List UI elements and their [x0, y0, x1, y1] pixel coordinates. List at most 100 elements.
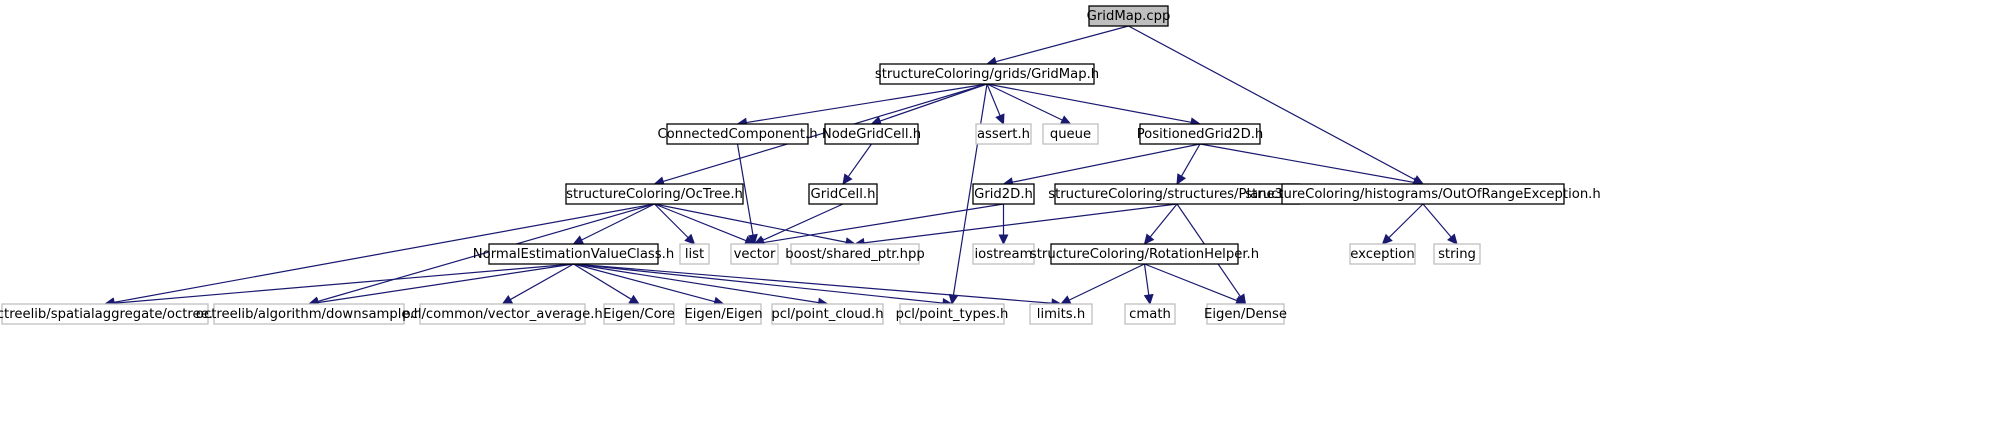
edge-plane3d-to-shared-ptr [853, 203, 1178, 248]
node-positioned[interactable]: PositionedGrid2D.h [1137, 123, 1264, 145]
node-connected[interactable]: ConnectedComponent.h [657, 123, 818, 145]
edge-gridcell-to-vector [753, 203, 844, 245]
node-label: boost/shared_ptr.hpp [785, 247, 925, 262]
edge-positioned-to-grid2d [1002, 143, 1201, 187]
node-box [899, 303, 1005, 325]
node-eigen-dense: Eigen/Dense [1204, 303, 1287, 325]
edge-normalest-to-limits [573, 263, 1063, 309]
node-label: Eigen/Core [603, 307, 675, 322]
node-box [975, 123, 1032, 145]
node-label: GridCell.h [811, 187, 876, 202]
node-gridmap-h[interactable]: structureColoring/grids/GridMap.h [875, 63, 1099, 85]
node-label: assert.h [977, 127, 1030, 142]
node-label: ConnectedComponent.h [657, 127, 817, 142]
node-queue: queue [1042, 123, 1099, 145]
node-label: NormalEstimationValueClass.h [473, 247, 674, 262]
node-oct-spatial: octreelib/spatialaggregate/octree.h [0, 303, 221, 325]
node-assert: assert.h [975, 123, 1032, 145]
node-box [685, 303, 762, 325]
node-box [1042, 123, 1099, 145]
node-exception: exception [1349, 243, 1416, 265]
node-label: PositionedGrid2D.h [1137, 127, 1264, 142]
node-label: NodeGridCell.h [822, 127, 921, 142]
node-label: exception [1350, 247, 1414, 262]
node-box [1029, 303, 1093, 325]
edge-octree-to-list [654, 203, 696, 245]
node-box [879, 63, 1095, 85]
node-octree[interactable]: structureColoring/OcTree.h [565, 183, 744, 205]
node-point-types: pcl/point_types.h [896, 303, 1008, 325]
node-rotation[interactable]: structureColoring/RotationHelper.h [1030, 243, 1259, 265]
node-nodegridcell[interactable]: NodeGridCell.h [822, 123, 921, 145]
edge-grid2d-to-iostream [998, 204, 1009, 246]
node-vector: vector [730, 243, 779, 265]
edge-positioned-to-plane3d [1176, 143, 1201, 186]
node-box [1206, 303, 1285, 325]
edge-octree-to-vector [654, 203, 756, 246]
nodes-layer: GridMap.cpp structureColoring/grids/GridM… [0, 5, 1601, 325]
node-label: Eigen/Dense [1204, 307, 1287, 322]
node-eigen-eigen: Eigen/Eigen [684, 303, 763, 325]
node-label: Eigen/Eigen [684, 307, 762, 322]
node-cmath: cmath [1124, 303, 1176, 325]
edge-outofrange-to-string [1422, 203, 1458, 245]
node-box [603, 303, 675, 325]
edge-rotation-to-eigen-dense [1144, 263, 1247, 306]
node-iostream: iostream [972, 243, 1035, 265]
node-box [1433, 243, 1481, 265]
edge-gridmap-h-to-assert [986, 83, 1005, 126]
node-label: string [1438, 247, 1476, 262]
node-label: pcl/point_cloud.h [771, 307, 883, 322]
node-gridmap-cpp[interactable]: GridMap.cpp [1087, 5, 1171, 27]
node-label: pcl/common/vector_average.h [402, 307, 603, 322]
node-box [1088, 5, 1169, 27]
edge-gridmap-cpp-to-gridmap-h [985, 25, 1129, 67]
node-shared-ptr: boost/shared_ptr.hpp [785, 243, 925, 265]
node-label: GridMap.cpp [1087, 9, 1171, 24]
edge-positioned-to-outofrange [1199, 143, 1425, 188]
node-outofrange[interactable]: structureColoring/histograms/OutOfRangeE… [1245, 183, 1601, 205]
node-point-cloud: pcl/point_cloud.h [771, 303, 884, 325]
node-box [790, 243, 920, 265]
node-string: string [1433, 243, 1481, 265]
node-box [1124, 303, 1176, 325]
node-box [565, 183, 744, 205]
edge-normalest-to-point-cloud [573, 263, 829, 308]
node-label: queue [1050, 127, 1091, 142]
node-gridcell[interactable]: GridCell.h [808, 183, 878, 205]
node-box [771, 303, 884, 325]
node-label: cmath [1129, 307, 1171, 322]
edge-normalest-to-oct-spatial [103, 263, 574, 309]
edges-layer [103, 25, 1458, 309]
node-label: octreelib/spatialaggregate/octree.h [0, 307, 221, 322]
node-box [419, 303, 586, 325]
node-label: Grid2D.h [974, 187, 1033, 202]
node-box [679, 243, 710, 265]
node-plane3d[interactable]: structureColoring/structures/Plane3D.h [1048, 183, 1306, 205]
node-label: structureColoring/histograms/OutOfRangeE… [1245, 187, 1600, 202]
edge-gridmap-h-to-nodegridcell [870, 83, 988, 126]
node-normalest[interactable]: NormalEstimationValueClass.h [473, 243, 674, 265]
edge-rotation-to-cmath [1143, 263, 1154, 306]
node-box [1281, 183, 1565, 205]
edge-gridmap-h-to-connected [736, 83, 988, 128]
edge-rotation-to-limits [1059, 263, 1145, 305]
node-box [730, 243, 779, 265]
node-label: iostream [975, 247, 1033, 262]
edge-outofrange-to-exception [1381, 203, 1424, 245]
node-label: vector [734, 247, 776, 262]
edge-normalest-to-vec-avg [501, 263, 574, 305]
node-box [972, 243, 1035, 265]
edge-nodegridcell-to-gridcell [842, 143, 872, 185]
node-list: list [679, 243, 710, 265]
node-oct-down: octreelib/algorithm/downsample.h [196, 303, 422, 325]
edge-connected-to-vector [736, 143, 758, 246]
node-label: structureColoring/OcTree.h [566, 187, 743, 202]
node-box [1349, 243, 1416, 265]
node-box [1, 303, 209, 325]
node-grid2d[interactable]: Grid2D.h [972, 183, 1035, 205]
node-box [972, 183, 1035, 205]
node-label: list [685, 247, 704, 262]
node-label: structureColoring/structures/Plane3D.h [1048, 187, 1306, 202]
